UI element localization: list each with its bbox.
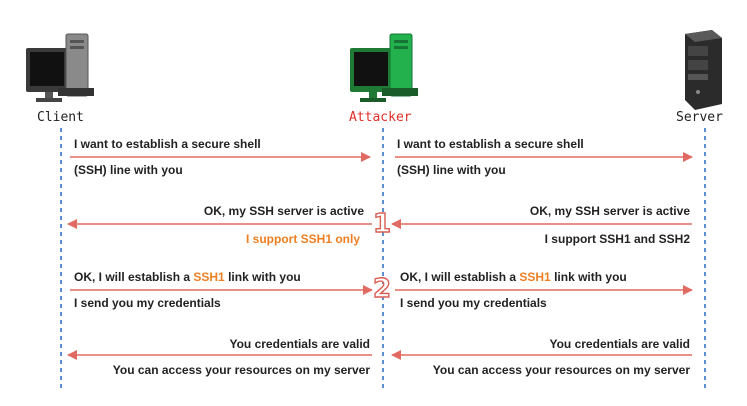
m3-client-text-line2: I send you my credentials: [74, 296, 221, 310]
m2-server-text-line1: OK, my SSH server is active: [530, 204, 690, 218]
m3-attacker-ssh1-term: SSH1: [519, 270, 551, 284]
m1-attacker-line2-rest: line with you: [429, 163, 506, 177]
m3-client-text-line1: OK, I will establish a SSH1 link with yo…: [74, 270, 301, 284]
server-label: Server: [676, 110, 723, 125]
m3-client-line1-post: link with you: [224, 270, 301, 284]
m2-attacker-line1-post: server is active: [273, 204, 364, 218]
m4-attacker-text-line2: You can access your resources on my serv…: [112, 363, 370, 377]
m3-attacker-line1-pre: OK, I will establish a: [400, 270, 520, 284]
m4-server-text-line2: You can access your resources on my serv…: [432, 363, 690, 377]
m1-attacker-text-line1: I want to establish a secure shell: [397, 137, 584, 151]
m1-client-text-line2: (SSH) line with you: [74, 163, 183, 177]
m4-server-text-line1: You credentials are valid: [549, 337, 690, 351]
m1-client-ssh-term: (SSH): [74, 163, 107, 177]
client-computer-icon: [26, 33, 94, 102]
m1-attacker-text-line2: (SSH) line with you: [397, 163, 506, 177]
server-icon: [685, 30, 722, 110]
m2-attacker-text-line1: OK, my SSH server is active: [204, 204, 364, 218]
attacker-computer-icon: [350, 33, 418, 102]
step-2-marker: 2: [372, 274, 392, 304]
m3-attacker-text-line2: I send you my credentials: [400, 296, 547, 310]
m4-attacker-text-line1: You credentials are valid: [229, 337, 370, 351]
m1-attacker-ssh-term: (SSH): [397, 163, 430, 177]
m2-attacker-ssh-term: SSH: [249, 204, 274, 218]
m2-server-line1-pre: OK, my: [529, 204, 576, 218]
m3-attacker-text-line1: OK, I will establish a SSH1 link with yo…: [400, 270, 627, 284]
m1-client-text-line1: I want to establish a secure shell: [74, 137, 261, 151]
m2-attacker-text-line2: I support SSH1 only: [245, 232, 360, 246]
m1-client-line2-rest: line with you: [106, 163, 183, 177]
m2-server-line1-post: server is active: [599, 204, 690, 218]
m2-server-ssh-term: SSH: [575, 204, 600, 218]
m3-client-line1-pre: OK, I will establish a: [74, 270, 194, 284]
m3-client-ssh1-term: SSH1: [193, 270, 225, 284]
m3-attacker-line1-post: link with you: [550, 270, 627, 284]
step-1-marker: 1: [372, 209, 392, 239]
attacker-label: Attacker: [349, 110, 412, 125]
m2-attacker-line1-pre: OK, my: [203, 204, 250, 218]
m2-server-text-line2: I support SSH1 and SSH2: [544, 232, 690, 246]
client-label: Client: [37, 110, 84, 125]
